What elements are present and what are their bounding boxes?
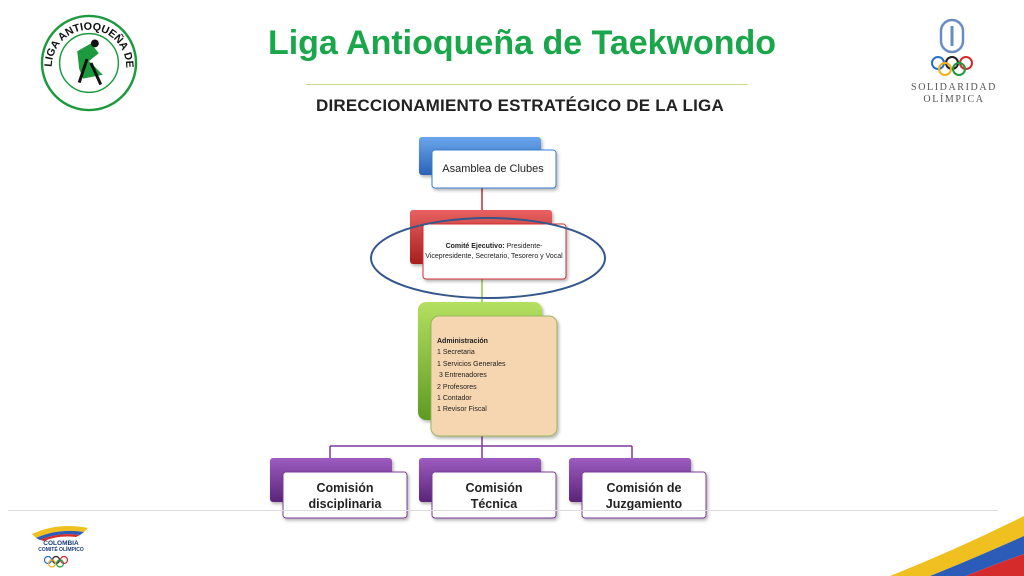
- highlight-ellipse: [370, 217, 606, 299]
- comite-label: Comité Ejecutivo:: [445, 243, 505, 250]
- liga-logo: LIGA ANTIOQUEÑA DE TAEKWONDO: [40, 14, 138, 112]
- admin-heading: Administración: [437, 338, 488, 345]
- colombia-olympic-logo: [32, 526, 88, 568]
- page-title: Liga Antioqueña de Taekwondo: [267, 24, 777, 62]
- comision-1-line1: Comisión: [316, 481, 374, 495]
- comision-3-line1: Comisión de: [606, 481, 682, 495]
- colombia-olympic-text: COLOMBIA COMITÉ OLÍMPICO: [28, 540, 94, 554]
- admin-item: 3 Entrenadores: [437, 372, 487, 380]
- comision-disciplinaria-label: Comisión disciplinaria: [284, 474, 406, 518]
- comision-1-line2: disciplinaria: [308, 497, 382, 511]
- title-divider: [306, 84, 748, 85]
- comision-2-line2: Técnica: [470, 497, 518, 511]
- page-subtitle: DIRECCIONAMIENTO ESTRATÉGICO DE LA LIGA: [316, 96, 724, 115]
- asamblea-label: Asamblea de Clubes: [442, 163, 544, 175]
- colombia-line: COLOMBIA: [43, 540, 79, 547]
- comision-juzgamiento-label: Comisión de Juzgamiento: [583, 474, 705, 518]
- solidaridad-olimpica-text: SOLIDARIDAD OLÍMPICA: [900, 82, 1008, 106]
- admin-box: [430, 315, 558, 437]
- admin-item: 1 Secretaria: [437, 349, 475, 357]
- comision-3-box: [581, 471, 707, 519]
- comision-2-line1: Comisión: [465, 481, 523, 495]
- corner-swoosh: [890, 516, 1024, 576]
- solidaridad-olimpica-logo: [931, 18, 973, 76]
- footer-divider: [8, 510, 998, 511]
- admin-text: Administración 1 Secretaria 1 Servicios …: [437, 336, 549, 416]
- comite-text: Comité Ejecutivo: Presidente-Vicepreside…: [425, 242, 563, 262]
- comite-box: [422, 223, 567, 280]
- comite-olimpico-line: COMITÉ OLÍMPICO: [38, 547, 84, 553]
- olimpica-line: OLÍMPICA: [923, 94, 985, 105]
- admin-item: 1 Revisor Fiscal: [437, 406, 487, 414]
- solidaridad-line: SOLIDARIDAD: [911, 82, 997, 93]
- admin-item: 2 Profesores: [437, 383, 477, 391]
- admin-item: 1 Servicios Generales: [437, 360, 506, 368]
- comision-2-box: [431, 471, 557, 519]
- asamblea-box: [431, 149, 557, 189]
- comision-1-box: [282, 471, 408, 519]
- comite-members: Presidente-Vicepresidente, Secretario, T…: [425, 243, 563, 260]
- admin-item: 1 Contador: [437, 395, 472, 403]
- comision-3-line2: Juzgamiento: [605, 497, 683, 511]
